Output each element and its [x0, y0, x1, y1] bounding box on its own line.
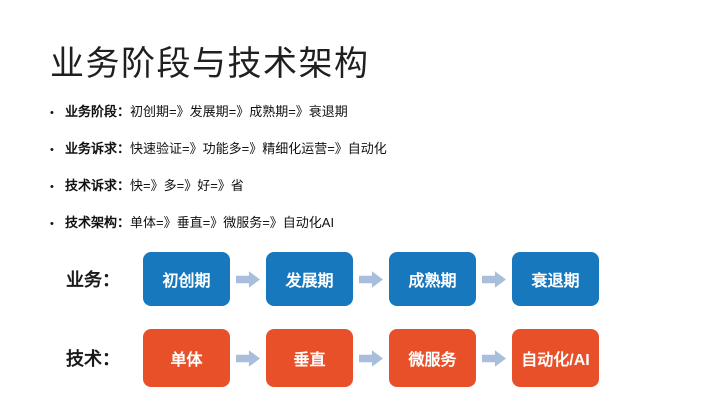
stage-box-tech: 自动化/AI [512, 329, 599, 387]
bullet-dot-icon: • [50, 181, 54, 193]
stage-box-business: 衰退期 [512, 252, 599, 306]
bullet-item: • 技术架构： 单体=》垂直=》微服务=》自动化AI [50, 216, 610, 231]
stage-box-tech: 微服务 [389, 329, 476, 387]
bullet-item: • 业务诉求： 快速验证=》功能多=》精细化运营=》自动化 [50, 142, 610, 157]
row-label-business: 业务： [66, 270, 120, 290]
arrow-right-icon [236, 270, 260, 288]
stage-box-business: 发展期 [266, 252, 353, 306]
bullet-dot-icon: • [50, 107, 54, 119]
stage-box-tech: 垂直 [266, 329, 353, 387]
bullet-text: 单体=》垂直=》微服务=》自动化AI [130, 215, 335, 230]
stage-box-business: 成熟期 [389, 252, 476, 306]
arrow-right-icon [359, 349, 383, 367]
bullet-label: 业务阶段： [65, 104, 131, 119]
bullet-text: 初创期=》发展期=》成熟期=》衰退期 [130, 104, 348, 119]
bullet-label: 技术诉求： [65, 178, 131, 193]
bullet-dot-icon: • [50, 218, 54, 230]
flow-row-tech: 技术： 单体 垂直 微服务 自动化/AI [66, 329, 599, 387]
row-label-tech: 技术： [66, 349, 120, 369]
bullet-item: • 业务阶段： 初创期=》发展期=》成熟期=》衰退期 [50, 105, 610, 120]
flow-row-business: 业务： 初创期 发展期 成熟期 衰退期 [66, 252, 599, 306]
bullet-list: • 业务阶段： 初创期=》发展期=》成熟期=》衰退期 • 业务诉求： 快速验证=… [50, 105, 610, 253]
arrow-right-icon [482, 349, 506, 367]
bullet-text: 快=》多=》好=》省 [130, 178, 244, 193]
stage-box-business: 初创期 [143, 252, 230, 306]
arrow-right-icon [359, 270, 383, 288]
arrow-right-icon [482, 270, 506, 288]
bullet-label: 技术架构： [65, 215, 131, 230]
bullet-dot-icon: • [50, 144, 54, 156]
bullet-label: 业务诉求： [65, 141, 131, 156]
bullet-item: • 技术诉求： 快=》多=》好=》省 [50, 179, 610, 194]
stage-box-tech: 单体 [143, 329, 230, 387]
slide-title: 业务阶段与技术架构 [50, 45, 370, 83]
bullet-text: 快速验证=》功能多=》精细化运营=》自动化 [130, 141, 387, 156]
arrow-right-icon [236, 349, 260, 367]
